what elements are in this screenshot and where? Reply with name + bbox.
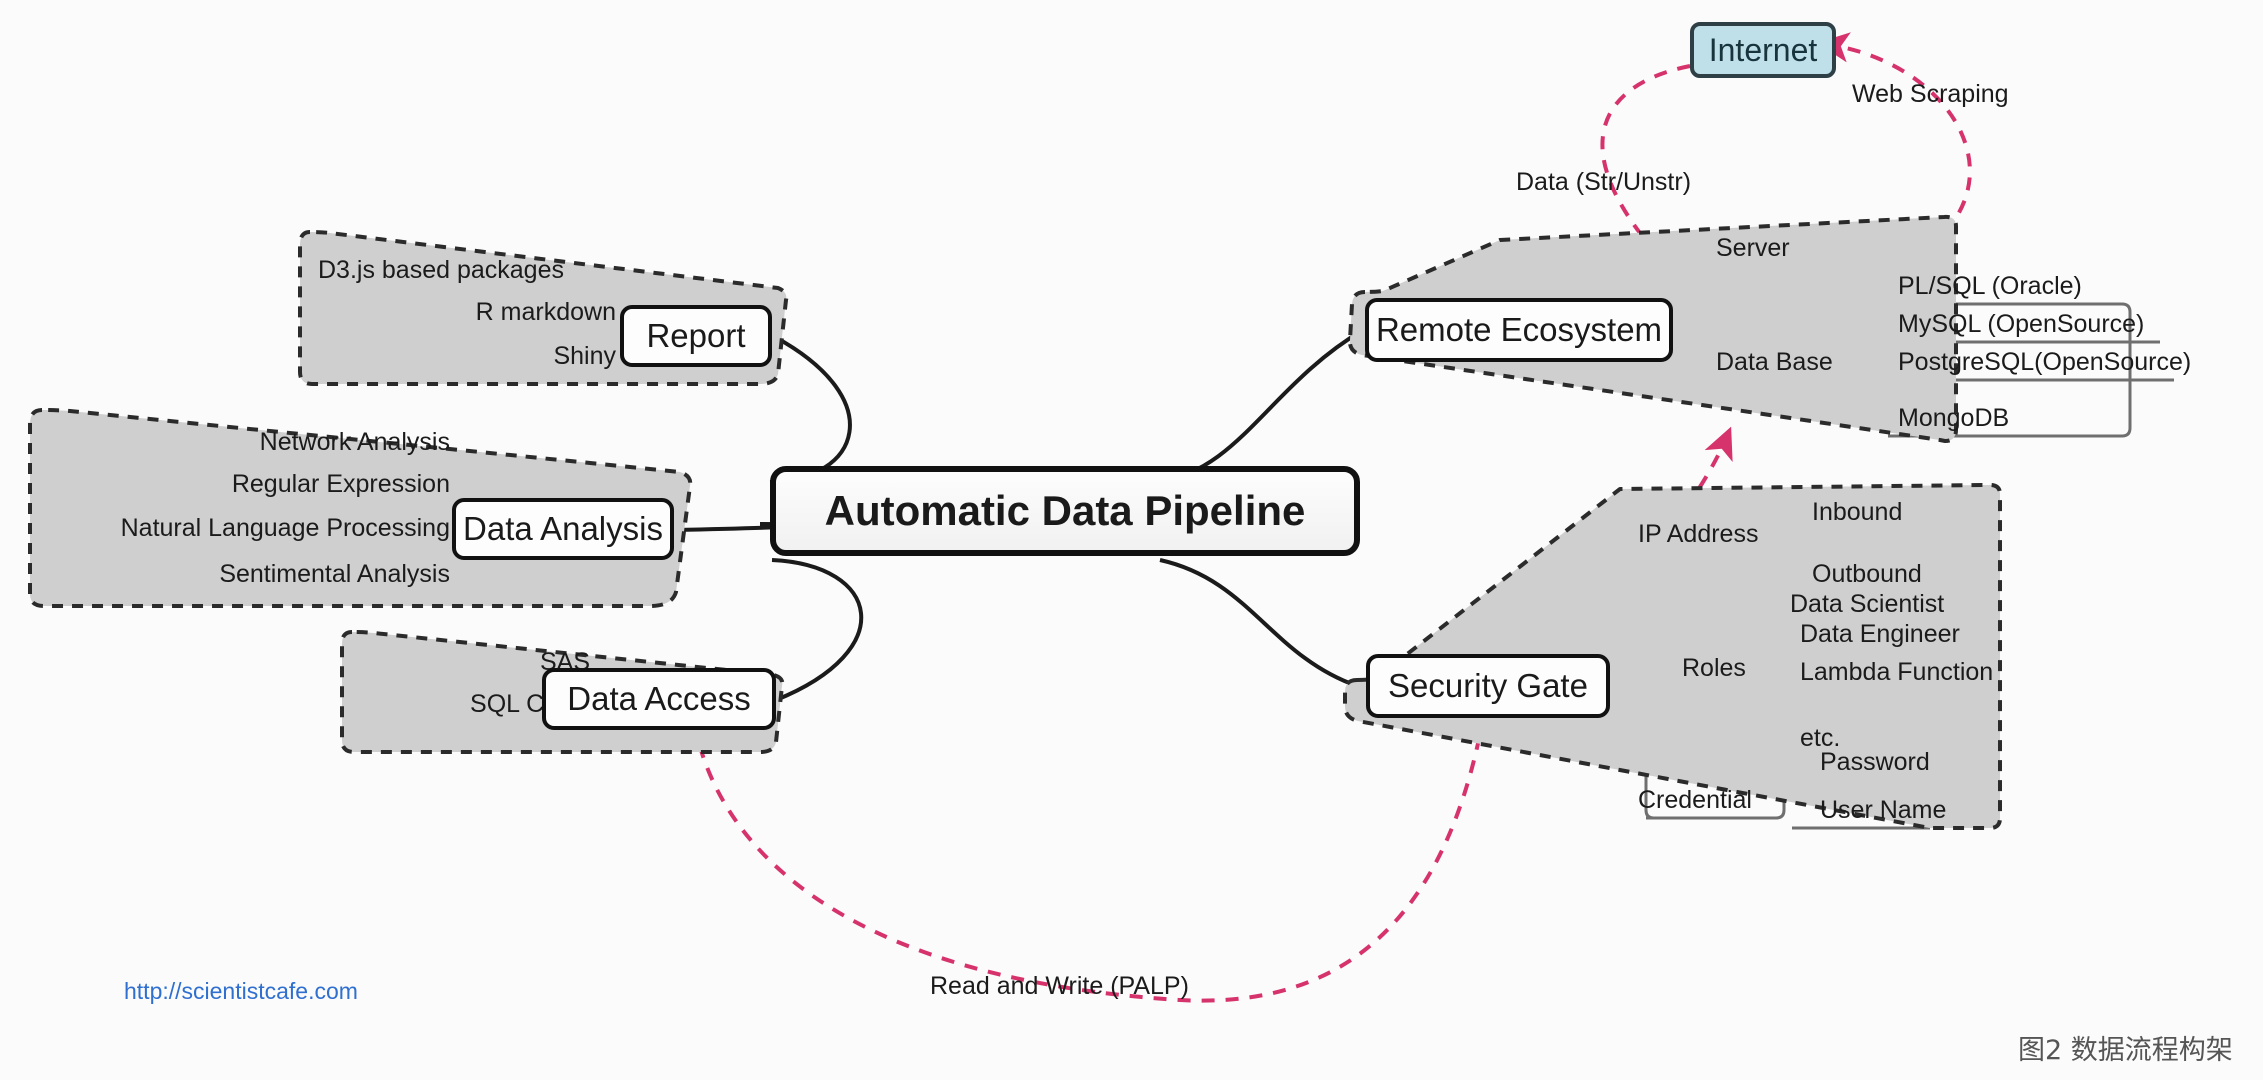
leaf-remote-1[interactable]: Data Base: [1716, 348, 1833, 376]
leaf-report-0[interactable]: D3.js based packages: [318, 256, 564, 284]
node-remote-ecosystem[interactable]: Remote Ecosystem: [1365, 298, 1673, 362]
leaf-remote-0[interactable]: Server: [1716, 234, 1790, 262]
node-data-access[interactable]: Data Access: [542, 668, 776, 730]
node-label-internet: Internet: [1708, 31, 1818, 68]
node-internet[interactable]: Internet: [1690, 22, 1836, 78]
node-data-analysis[interactable]: Data Analysis: [452, 498, 674, 560]
leaf-database-2[interactable]: PostgreSQL(OpenSource): [1898, 348, 2192, 376]
leaf-report-1[interactable]: R markdown: [475, 298, 616, 326]
leaf-data-analysis-0[interactable]: Network Analysis: [259, 428, 450, 456]
leaf-role-2[interactable]: Lambda Function: [1800, 658, 1994, 686]
leaf-role-1[interactable]: Data Engineer: [1800, 620, 1960, 648]
node-label-remote-ecosystem: Remote Ecosystem: [1375, 311, 1663, 348]
leaf-security-group-1[interactable]: Roles: [1682, 654, 1746, 682]
annotation-web-scraping: Web Scraping: [1852, 80, 2009, 108]
node-report[interactable]: Report: [620, 305, 772, 367]
leaf-database-1[interactable]: MySQL (OpenSource): [1898, 310, 2145, 338]
figure-caption: 图2 数据流程构架: [2018, 1035, 2233, 1066]
leaf-role-0[interactable]: Data Scientist: [1790, 590, 1945, 618]
annotation-read-write: Read and Write (PALP): [930, 972, 1189, 1000]
node-label-center: Automatic Data Pipeline: [824, 487, 1306, 534]
node-automatic-data-pipeline[interactable]: Automatic Data Pipeline: [770, 466, 1360, 556]
leaf-cred-1[interactable]: User Name: [1820, 796, 1947, 824]
leaf-cred-0[interactable]: Password: [1820, 748, 1930, 776]
leaf-ip-1[interactable]: Outbound: [1812, 560, 1922, 588]
leaf-data-analysis-1[interactable]: Regular Expression: [231, 470, 450, 498]
leaf-security-group-0[interactable]: IP Address: [1638, 520, 1759, 548]
leaf-ip-0[interactable]: Inbound: [1812, 498, 1903, 526]
source-url-link[interactable]: http://scientistcafe.com: [124, 978, 358, 1004]
node-label-security-gate: Security Gate: [1388, 667, 1588, 704]
node-label-data-analysis: Data Analysis: [463, 510, 663, 547]
leaf-database-3[interactable]: MongoDB: [1898, 404, 2010, 432]
leaf-data-analysis-3[interactable]: Sentimental Analysis: [219, 560, 450, 588]
leaf-security-group-2[interactable]: Credential: [1638, 786, 1752, 814]
node-label-report: Report: [646, 317, 746, 354]
leaf-data-analysis-2[interactable]: Natural Language Processing: [120, 514, 450, 542]
node-label-data-access: Data Access: [567, 680, 751, 717]
annotation-data-str-unstr: Data (Str/Unstr): [1516, 168, 1692, 196]
leaf-report-2[interactable]: Shiny: [553, 342, 616, 370]
node-security-gate[interactable]: Security Gate: [1366, 654, 1610, 718]
leaf-database-0[interactable]: PL/SQL (Oracle): [1898, 272, 2082, 300]
